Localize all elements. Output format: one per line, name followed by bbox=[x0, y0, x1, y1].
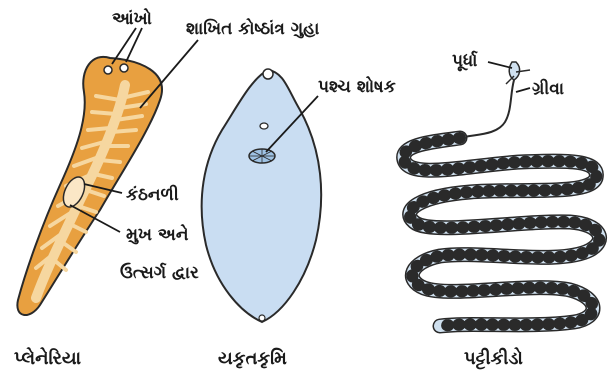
label-eyes: આંખો bbox=[112, 7, 152, 29]
planaria-eye-left bbox=[104, 66, 112, 74]
label-branched-gut: શાખિત કોષ્ઠાંત્ર ગુહા bbox=[186, 17, 319, 39]
tapeworm-figure: પૂર્ધા ગ્રીવા પટ્ટીકીડો bbox=[404, 50, 600, 370]
label-pharynx: કંઠનળી bbox=[126, 184, 179, 205]
planaria-eye-right bbox=[120, 64, 128, 72]
liver-fluke-small-organ bbox=[260, 123, 268, 129]
tapeworm-neck bbox=[460, 80, 514, 138]
tapeworm-scolex bbox=[506, 62, 530, 84]
liver-fluke-posterior-pore bbox=[259, 315, 265, 321]
caption-liver-fluke: યકૃતકૃમિ bbox=[218, 347, 287, 369]
label-mouth-line2: ઉત્સર્ગ દ્વાર bbox=[120, 262, 199, 283]
liver-fluke-figure: પશ્ચ શોષક યકૃતકૃમિ bbox=[202, 69, 396, 369]
liver-fluke-ventral-sucker bbox=[249, 149, 275, 163]
liver-fluke-oral-sucker bbox=[263, 69, 273, 79]
label-mouth-line1: મુખ અને bbox=[126, 223, 189, 245]
liver-fluke-body bbox=[202, 70, 322, 322]
caption-planaria: પ્લેનેરિયા bbox=[14, 347, 82, 369]
caption-tapeworm: પટ્ટીકીડો bbox=[464, 347, 523, 370]
tapeworm-strobila bbox=[404, 138, 600, 326]
label-neck: ગ્રીવા bbox=[532, 78, 564, 99]
label-scolex: પૂર્ધા bbox=[452, 50, 478, 71]
label-sucker: પશ્ચ શોષક bbox=[318, 75, 396, 97]
